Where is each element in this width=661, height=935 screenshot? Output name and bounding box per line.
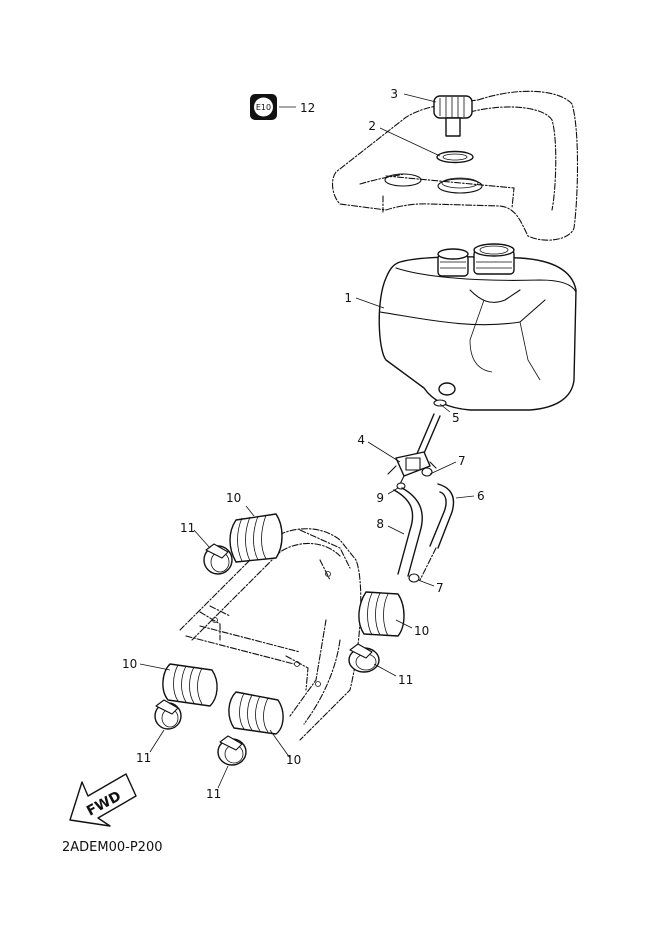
callout-11-lower: 11 [206, 787, 221, 801]
clamp-lower-center [217, 735, 247, 766]
clamp-right [348, 643, 380, 673]
callout-10-lower: 10 [286, 753, 301, 767]
seat-cover-outline [331, 90, 579, 241]
clamp-upper-left [203, 543, 233, 575]
callout-8: 8 [376, 517, 384, 531]
damper-lower-center [228, 691, 284, 735]
breather-hose [419, 483, 455, 581]
damper-right [358, 591, 405, 637]
callout-1: 1 [344, 291, 352, 305]
e10-fuel-label-badge: E10 [250, 94, 296, 120]
forward-direction-arrow: FWD [69, 773, 137, 827]
fuel-tank [378, 243, 577, 411]
callout-11-left: 11 [136, 751, 151, 765]
damper-lower-left [162, 663, 218, 707]
badge-text: E10 [256, 103, 271, 112]
callout-10-upper: 10 [226, 491, 241, 505]
callout-7-upper: 7 [458, 454, 466, 468]
hose-clip-small [396, 482, 406, 490]
hose-clip-lower [408, 573, 420, 583]
callout-5: 5 [452, 411, 460, 425]
cap-gasket [436, 150, 474, 164]
leader-lines [139, 93, 475, 789]
callout-3: 3 [390, 87, 398, 101]
cock-seal [433, 399, 447, 407]
fuel-cock [387, 413, 441, 485]
callout-10-left: 10 [122, 657, 137, 671]
diagram-code: 2ADEM00-P200 [62, 840, 163, 855]
callout-9: 9 [376, 491, 384, 505]
fuel-cap [433, 95, 473, 137]
callout-12: 12 [300, 101, 315, 115]
fuel-hose [393, 487, 423, 577]
callout-11-upper: 11 [180, 521, 195, 535]
damper-upper-left [229, 513, 283, 563]
callout-4: 4 [357, 433, 365, 447]
callout-11-right: 11 [398, 673, 413, 687]
hose-clip-upper [421, 467, 433, 477]
callout-labels: 3 2 1 4 5 7 6 9 8 7 10 11 10 11 10 11 10… [122, 87, 485, 801]
callout-10-right: 10 [414, 624, 429, 638]
callout-2: 2 [368, 119, 376, 133]
callout-7-lower: 7 [436, 581, 444, 595]
callout-6: 6 [477, 489, 485, 503]
clamp-lower-left [154, 699, 182, 730]
